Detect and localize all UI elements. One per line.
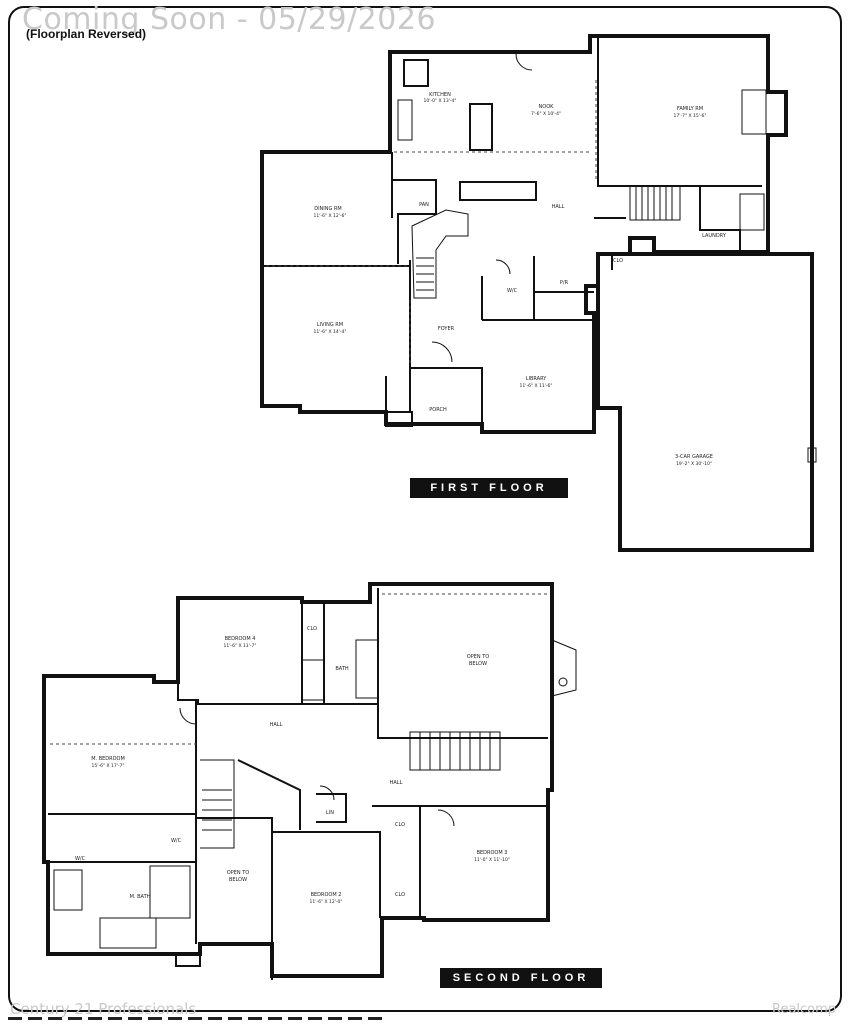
living-room-dim: 11'-6" X 14'-4" <box>314 329 347 335</box>
bedroom-4-dim: 11'-6" X 11'-7" <box>224 643 257 649</box>
bath-label: BATH <box>335 666 349 672</box>
bedroom-3-label: BEDROOM 3 <box>477 850 508 856</box>
bedroom-3-closet-label: CLO <box>395 822 405 828</box>
open-to-below-1b-label: BELOW <box>469 661 487 667</box>
floorplan-reversed-note: (Floorplan Reversed) <box>26 27 147 41</box>
master-bath-label: M. BATH <box>130 894 151 900</box>
bottom-cropped-text <box>8 1017 388 1020</box>
first-floor-plan: KITCHEN 10'-0" X 13'-4" NOOK 7'-6" X 10'… <box>260 34 817 552</box>
dining-room-dim: 11'-6" X 12'-6" <box>314 213 347 219</box>
family-room-dim: 17'-7" X 15'-6" <box>674 113 707 119</box>
second-floor-hall-2-label: HALL <box>390 780 403 786</box>
coming-soon-watermark: Coming Soon - 05/29/2026 <box>22 2 437 37</box>
bedroom-2-label: BEDROOM 2 <box>311 892 342 898</box>
library-dim: 11'-6" X 11'-6" <box>520 383 553 389</box>
realcomp-watermark: Realcomp <box>772 1002 837 1017</box>
second-floor-plan: BEDROOM 4 11'-6" X 11'-7" BATH CLO OPEN … <box>42 582 577 980</box>
kitchen-label: KITCHEN <box>429 92 451 98</box>
porch-label: PORCH <box>429 407 447 413</box>
first-floor-wic-label: W/C <box>507 288 518 294</box>
nook-dim: 7'-6" X 10'-4" <box>531 111 561 117</box>
first-floor-closet-label: CLO <box>613 258 623 264</box>
open-to-below-1-label: OPEN TO <box>467 654 489 660</box>
master-bedroom-dim: 15'-6" X 17'-7" <box>92 763 125 769</box>
powder-room-label: P/R <box>560 280 569 286</box>
master-wic-1-label: W/C <box>75 856 86 862</box>
open-to-below-2b-label: BELOW <box>229 877 247 883</box>
bedroom-2-dim: 11'-6" X 12'-0" <box>310 899 343 905</box>
first-floor-hall-label: HALL <box>552 204 565 210</box>
agency-watermark: Century 21 Professionals <box>10 1000 197 1018</box>
dining-room-label: DINING RM <box>314 206 342 212</box>
master-wic-2-label: W/C <box>171 838 182 844</box>
first-floor-label: FIRST FLOOR <box>410 478 568 498</box>
open-to-below-2-label: OPEN TO <box>227 870 249 876</box>
image-frame <box>8 6 842 1012</box>
bedroom-2-closet-label: CLO <box>395 892 405 898</box>
nook-label: NOOK <box>539 104 555 110</box>
family-room-label: FAMILY RM <box>677 106 703 112</box>
bedroom-3-dim: 11'-0" X 11'-10" <box>474 857 510 863</box>
bedroom-4-label: BEDROOM 4 <box>225 636 256 642</box>
library-label: LIBRARY <box>526 376 548 382</box>
living-room-label: LIVING RM <box>317 322 343 328</box>
garage-dim: 19'-2" X 30'-10" <box>676 461 712 467</box>
master-bedroom-label: M. BEDROOM <box>91 756 125 762</box>
second-floor-closet-label: CLO <box>307 626 317 632</box>
linen-closet-label: LIN <box>326 810 334 816</box>
foyer-label: FOYER <box>438 326 455 332</box>
laundry-label: LAUNDRY <box>702 233 727 239</box>
second-floor-label: SECOND FLOOR <box>440 968 602 988</box>
second-floor-hall-label: HALL <box>270 722 283 728</box>
kitchen-dim: 10'-0" X 13'-4" <box>424 98 457 104</box>
pantry-label: PAN <box>419 202 429 208</box>
garage-label: 3-CAR GARAGE <box>675 454 713 460</box>
